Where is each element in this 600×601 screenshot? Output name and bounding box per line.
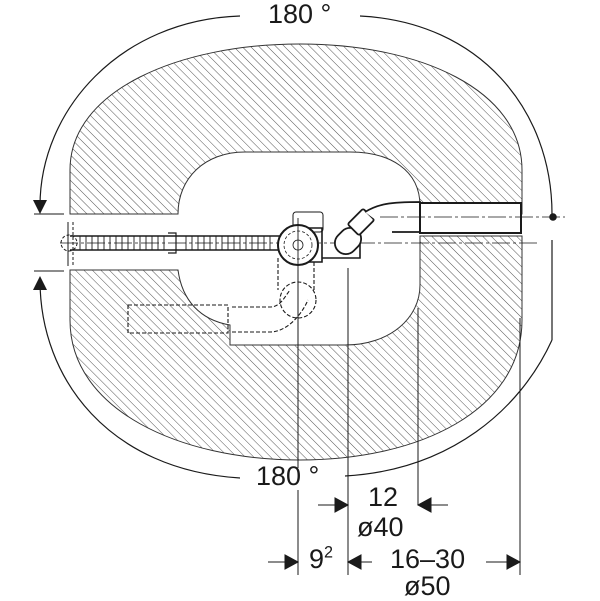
dimension-16-30-label: 16–30 bbox=[390, 544, 466, 574]
rotation-arc-outer bbox=[39, 15, 553, 479]
rod-thread-ticks bbox=[79, 236, 271, 250]
pivot-housing bbox=[277, 211, 324, 272]
hatched-surround bbox=[69, 43, 523, 461]
rod-end-swivel bbox=[60, 222, 78, 266]
arrow-down-icon bbox=[33, 200, 47, 214]
extension-lines bbox=[297, 268, 521, 575]
diameter-40-label: ø40 bbox=[357, 512, 404, 542]
rod-coupling bbox=[168, 232, 177, 254]
diameter-50-label: ø50 bbox=[404, 571, 451, 601]
arrow-up-icon bbox=[33, 276, 47, 290]
elbow-connector bbox=[322, 201, 421, 259]
outlet-pipe bbox=[419, 202, 522, 234]
alt-position-dashed bbox=[127, 258, 317, 334]
dimension-12-label: 12 bbox=[368, 482, 399, 512]
top-angle-label: 180 ° bbox=[268, 0, 332, 29]
dimension-9-value: 9 bbox=[309, 544, 325, 574]
dimension-9-superscript: 2 bbox=[324, 543, 334, 562]
bottom-angle-label: 180 ° bbox=[256, 461, 320, 491]
dimension-arrows bbox=[268, 497, 522, 570]
dimension-9-label: 92 bbox=[309, 543, 334, 574]
